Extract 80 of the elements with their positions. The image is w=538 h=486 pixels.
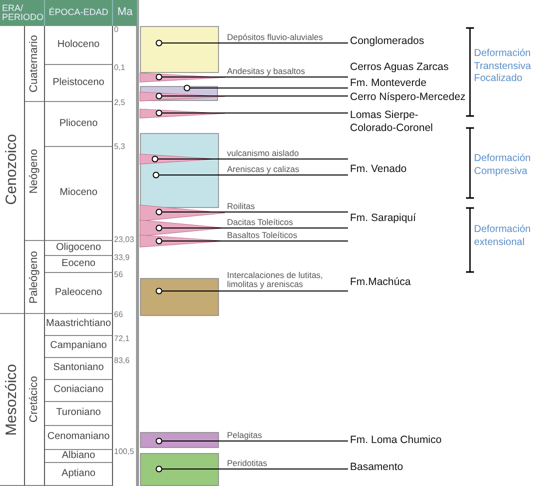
edge-label: Areniscas y calizas — [227, 165, 300, 174]
epoch-cell: Campaniano — [45, 336, 113, 358]
rock-wedge — [140, 109, 225, 118]
note-text: Deformación Compresiva — [474, 153, 532, 178]
unit-name: Lomas Sierpe-Colorado-Coronel — [350, 109, 450, 134]
unit-name: Fm. Monteverde — [350, 77, 460, 90]
note-text: Deformación extensional — [474, 224, 532, 249]
edge-label: Dacitas Toleíticos — [227, 218, 294, 228]
age-value: 100,5 — [114, 447, 134, 456]
leader-line — [156, 288, 348, 294]
leader-line — [156, 92, 348, 100]
age-value: 5,3 — [114, 142, 126, 151]
header-cell: ÉPOCA-EDAD — [45, 0, 113, 26]
epoch-cell: Holoceno — [45, 26, 113, 65]
epoch-cell: Eoceno — [45, 256, 113, 273]
rock-unit — [140, 133, 219, 208]
epoch-cell: Paleoceno — [45, 273, 113, 314]
leader-line — [156, 466, 348, 472]
epoch-cell: Turoniano — [45, 402, 113, 426]
unit-name: Cerros Aguas Zarcas — [350, 61, 470, 74]
edge-label: vulcanismo aislado — [227, 149, 300, 158]
unit-name: Cerro Níspero-Mercedez — [350, 91, 475, 104]
rock-unit — [140, 26, 219, 73]
epoch-cell: Mioceno — [45, 147, 113, 241]
leader-line — [156, 438, 348, 444]
period-cell: Cretácico — [25, 314, 45, 486]
epoch-cell: Aptiano — [45, 463, 113, 486]
epoch-cell: Pleistoceno — [45, 65, 113, 102]
era-cell: Cenozoico — [0, 26, 25, 314]
era-cell: Mesozóico — [0, 314, 25, 486]
leader-line — [156, 224, 348, 232]
age-value: 66 — [114, 310, 123, 319]
age-value: 72,1 — [114, 334, 130, 343]
leader-line — [156, 74, 348, 80]
rock-wedge — [140, 73, 225, 82]
leader-line — [156, 238, 348, 244]
unit-name: Basamento — [350, 461, 450, 474]
rock-wedge — [140, 205, 225, 221]
edge-label: Depósitos fluvio-aluviales — [227, 33, 324, 42]
leader-line — [152, 156, 348, 162]
age-value: 2,5 — [114, 98, 126, 107]
edge-label: Andesitas y basaltos — [227, 67, 306, 76]
note-text: Deformación Transtensiva Focalizado — [474, 48, 532, 86]
unit-name: Fm. Venado — [350, 163, 450, 176]
age-value: 0,1 — [114, 63, 126, 72]
age-value: 33,9 — [114, 253, 130, 262]
header-cell: Ma — [113, 0, 138, 26]
epoch-cell: Plioceno — [45, 102, 113, 147]
rock-unit — [140, 278, 219, 316]
header-cell: ERA/ PERIODO — [0, 0, 45, 26]
period-cell: Neógeno — [25, 102, 45, 241]
age-value: 83,6 — [114, 356, 130, 365]
epoch-cell: Coniaciano — [45, 380, 113, 402]
edge-label: Roilitas — [227, 202, 256, 212]
leader-line — [184, 84, 348, 92]
epoch-cell: Oligoceno — [45, 241, 113, 256]
edge-label: Intercalaciones de lutitas, limolitas y areniscas — [227, 271, 324, 290]
period-cell: Cuaternario — [25, 26, 45, 102]
period-cell: Paleógeno — [25, 241, 45, 314]
epoch-cell: Maastrichtiano — [45, 314, 113, 336]
age-value: 56 — [114, 270, 123, 279]
epoch-cell: Albiano — [45, 450, 113, 463]
leader-line — [156, 40, 348, 46]
edge-label: Basaltos Toleíticos — [227, 231, 298, 240]
rock-unit — [140, 453, 219, 486]
rock-unit — [140, 432, 219, 448]
age-value: 0 — [114, 25, 118, 34]
age-value: 23,03 — [114, 235, 134, 244]
unit-name: Fm.Machúca — [350, 276, 450, 289]
leader-line — [156, 208, 348, 216]
epoch-cell: Santoniano — [45, 358, 113, 380]
unit-name: Conglomerados — [350, 35, 460, 48]
edge-label: Pelagitas — [227, 431, 263, 440]
rock-wedge — [140, 92, 225, 101]
unit-name: Fm. Sarapiquí — [350, 212, 450, 225]
epoch-cell: Cenomaniano — [45, 426, 113, 450]
unit-name: Fm. Loma Chumico — [350, 434, 470, 447]
edge-label: Peridotitas — [227, 459, 268, 468]
leader-line — [156, 110, 348, 116]
leader-line — [152, 172, 348, 178]
